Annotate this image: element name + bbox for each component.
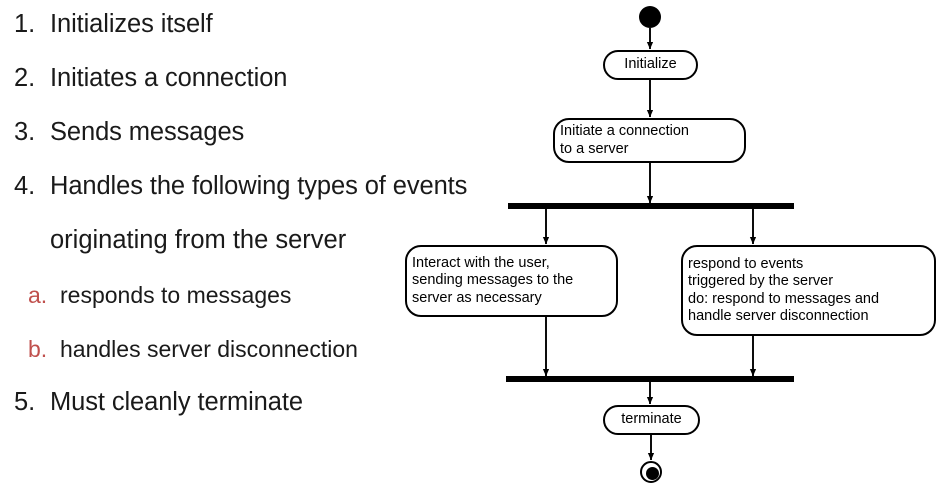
requirements-list: 1. Initializes itself 2. Initiates a con… (14, 9, 467, 417)
final-state-node (640, 461, 662, 483)
list-item: 5. Must cleanly terminate (14, 387, 303, 417)
list-item: 4. Handles the following types of events (14, 171, 467, 201)
activity-node-label-line-2: to a server (560, 140, 629, 157)
list-item-text: Initiates a connection (50, 64, 288, 92)
list-item-continuation: originating from the server (50, 226, 347, 254)
activity-node-respond-to-events[interactable]: respond to events triggered by the serve… (681, 245, 936, 336)
list-item: 3. Sends messages (14, 117, 244, 147)
final-state-inner-dot (645, 466, 659, 480)
list-item-text: Initializes itself (50, 10, 213, 38)
activity-node-initiate-connection[interactable]: Initiate a connection to a server (553, 118, 746, 163)
list-item-marker: b. (28, 336, 48, 362)
activity-node-label-line-2: sending messages to the (412, 272, 574, 289)
activity-node-label-line-3: server as necessary (412, 289, 542, 306)
fork-bar (508, 203, 794, 209)
list-item-marker: a. (28, 282, 48, 308)
list-item-text: Handles the following types of events (50, 172, 468, 200)
activity-node-interact-with-user[interactable]: Interact with the user, sending messages… (405, 245, 618, 317)
list-item-marker: 3. (14, 118, 36, 146)
activity-node-initialize[interactable]: Initialize (603, 50, 698, 80)
list-item-marker: 4. (14, 172, 36, 200)
list-item: 2. Initiates a connection (14, 63, 287, 93)
activity-node-terminate[interactable]: terminate (603, 405, 700, 435)
list-item: a. responds to messages (28, 281, 291, 309)
list-item-text: handles server disconnection (60, 336, 358, 362)
initial-state-node (639, 6, 661, 28)
activity-node-label-line-1: Initiate a connection (560, 123, 689, 139)
list-item-marker: 2. (14, 64, 36, 92)
list-item-marker: 5. (14, 388, 36, 416)
activity-node-label-line-4: handle server disconnection (688, 308, 869, 324)
activity-node-label: terminate (621, 411, 682, 428)
list-item: 1. Initializes itself (14, 9, 213, 39)
list-item-text: Sends messages (50, 118, 245, 146)
join-bar (506, 376, 794, 382)
activity-node-label-line-1: Interact with the user, (412, 254, 550, 271)
activity-node-label-line-1: respond to events (688, 255, 804, 272)
list-item-text: Must cleanly terminate (50, 388, 303, 416)
activity-node-label: Initialize (624, 56, 677, 73)
list-item: b. handles server disconnection (28, 335, 358, 363)
activity-node-label-line-3: do: respond to messages and (688, 290, 880, 307)
list-item-text: responds to messages (60, 282, 292, 308)
list-item-marker: 1. (14, 10, 36, 38)
activity-node-label-line-2: triggered by the server (688, 273, 834, 289)
